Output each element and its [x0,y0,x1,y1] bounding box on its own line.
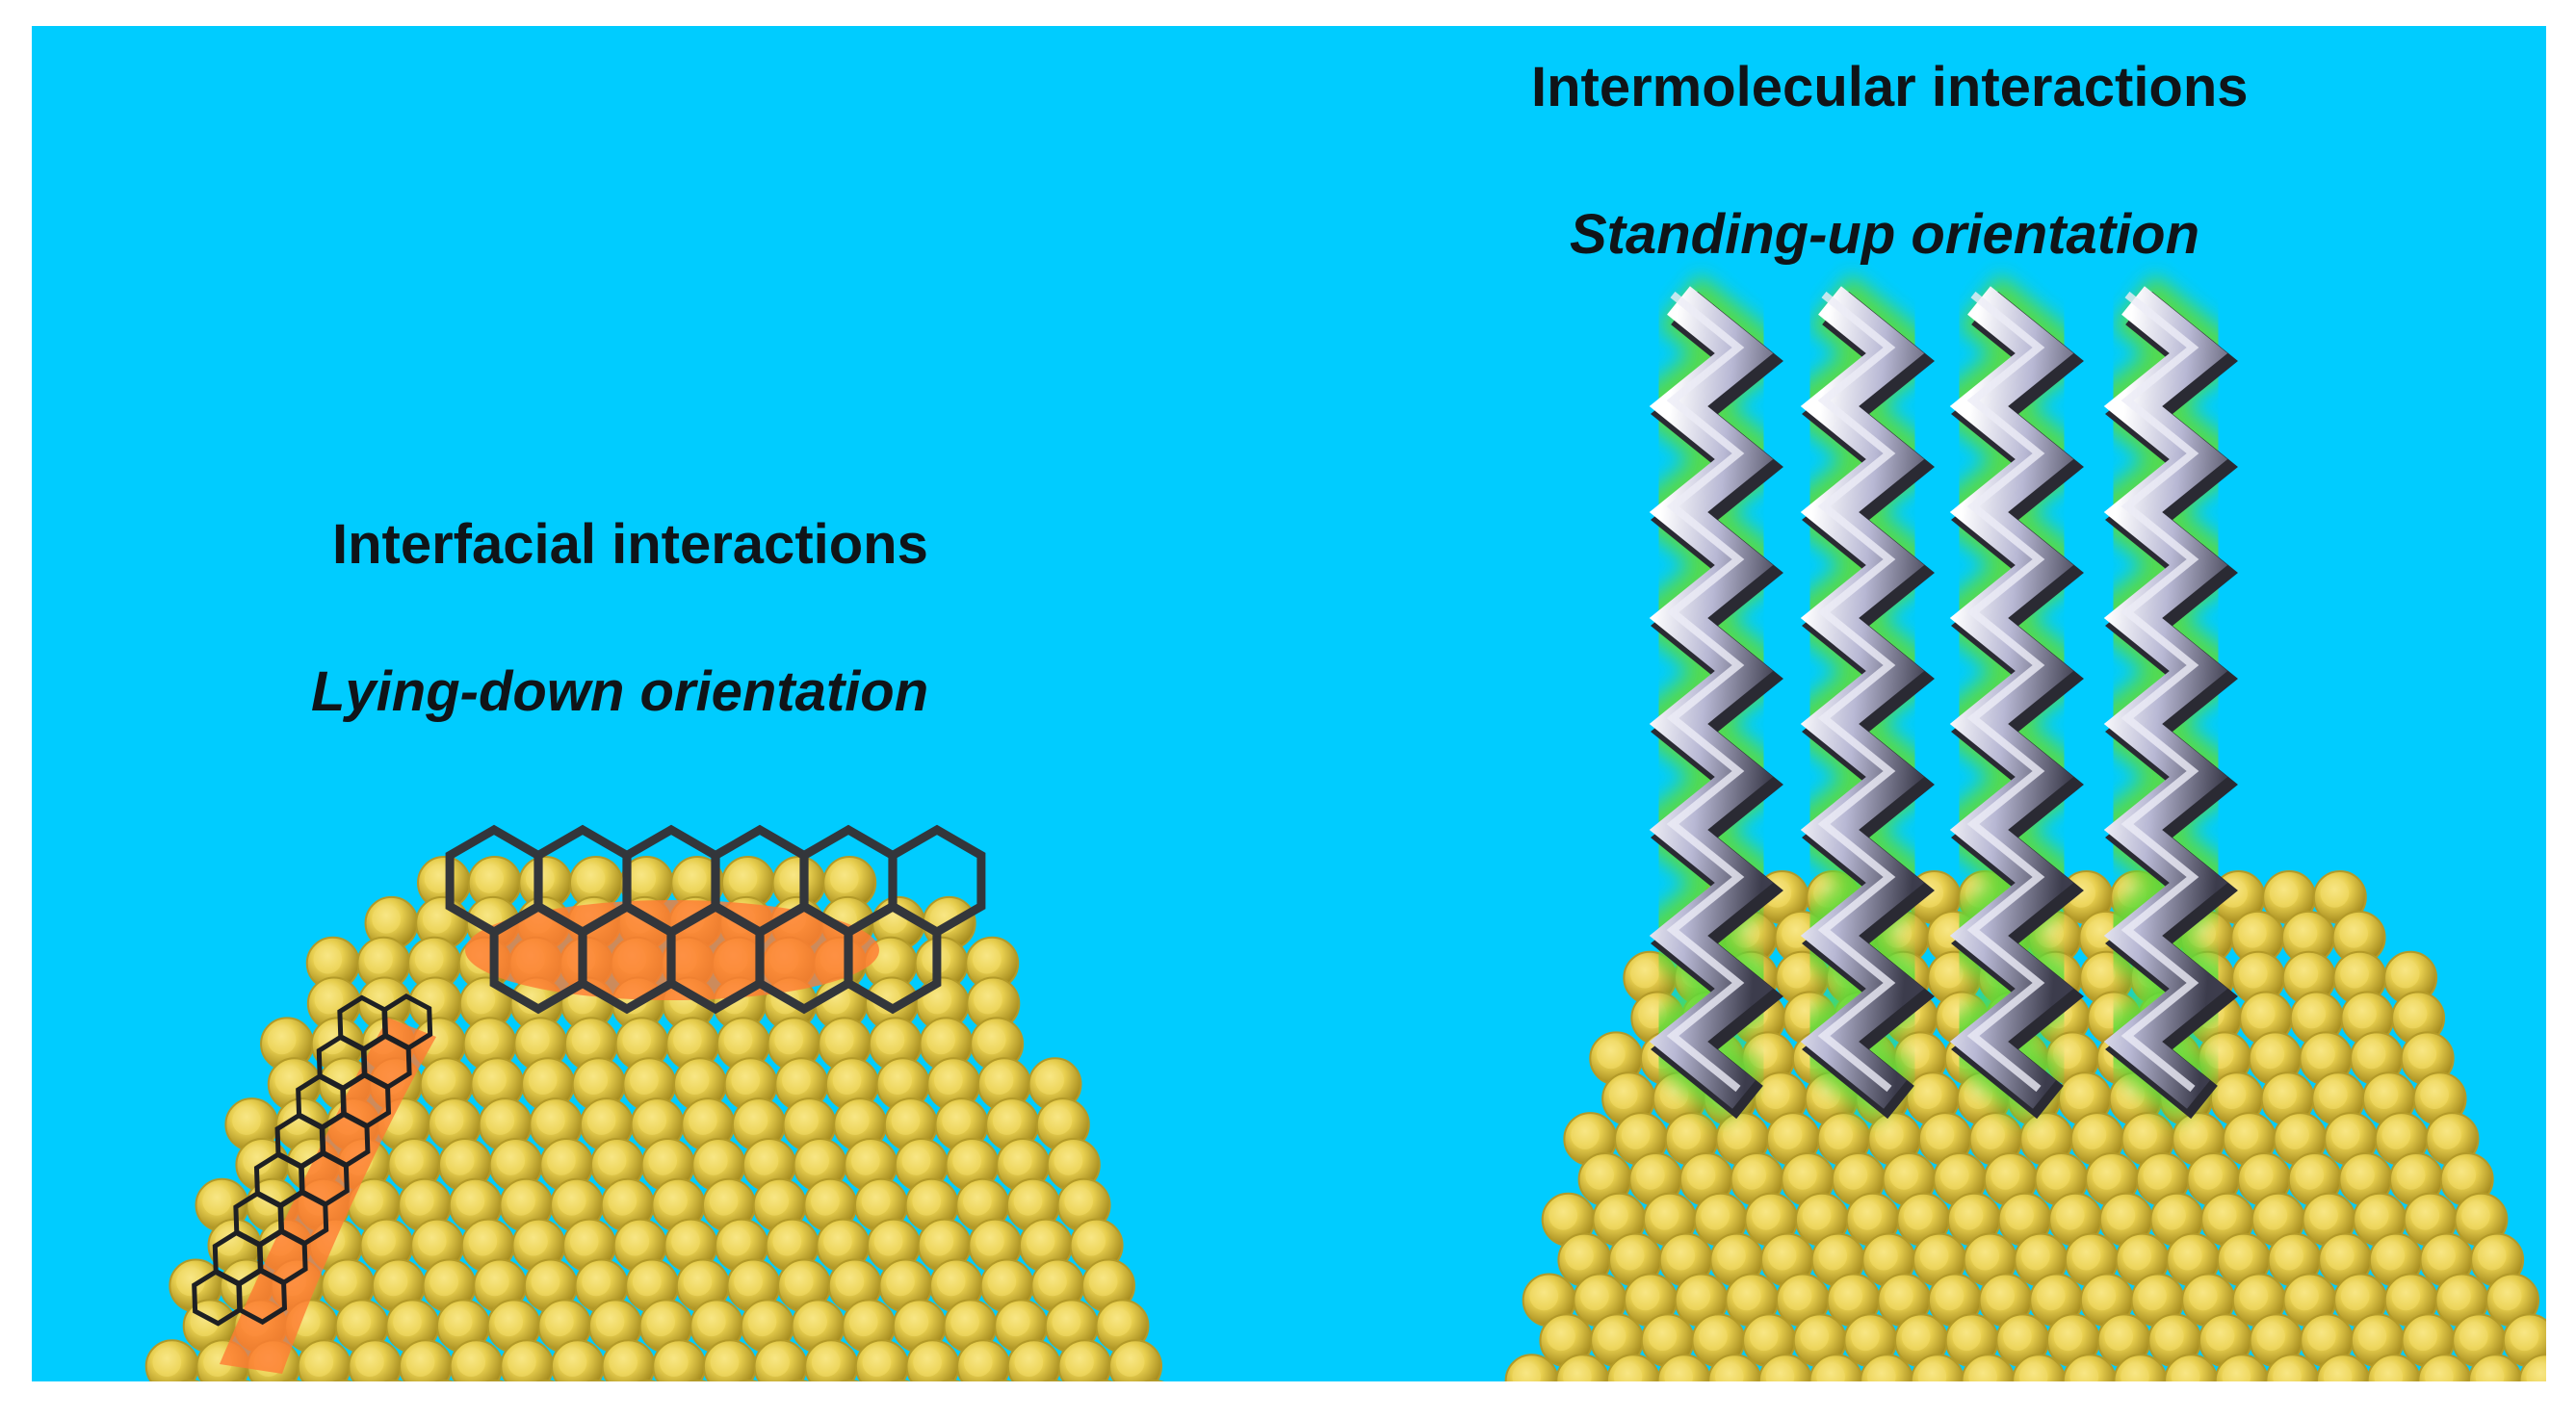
gold-atom [451,1340,503,1381]
gold-atom [906,1340,958,1381]
gold-atom [299,1340,351,1381]
gold-atom [1008,1340,1060,1381]
zigzag-alkyl-chain-icon [2127,295,2204,1102]
gold-atom [805,1340,857,1381]
gold-atom [400,1340,452,1381]
gold-atom [755,1340,807,1381]
diagram-panel: Interfacial interactions Lying-down orie… [32,26,2546,1381]
gold-atom [704,1340,756,1381]
gold-atom [653,1340,705,1381]
gold-atom [501,1340,553,1381]
zigzag-alkyl-chain-icon [1824,295,1901,1102]
intermolecular-interactions-heading: Intermolecular interactions [1531,60,2249,116]
standing-up-orientation-label: Standing-up orientation [1570,207,2199,263]
interfacial-interactions-heading: Interfacial interactions [332,517,928,573]
zigzag-alkyl-chain-icon [1973,295,2050,1102]
gold-atom [1109,1340,1161,1381]
gold-atom [1058,1340,1110,1381]
gold-atom [957,1340,1009,1381]
gold-atom [552,1340,604,1381]
gold-atom [146,1340,198,1381]
lying-down-orientation-label: Lying-down orientation [311,664,928,720]
gold-atom [603,1340,655,1381]
gold-atom [349,1340,401,1381]
zigzag-alkyl-chain-icon [1673,295,1750,1102]
gold-atom [856,1340,908,1381]
